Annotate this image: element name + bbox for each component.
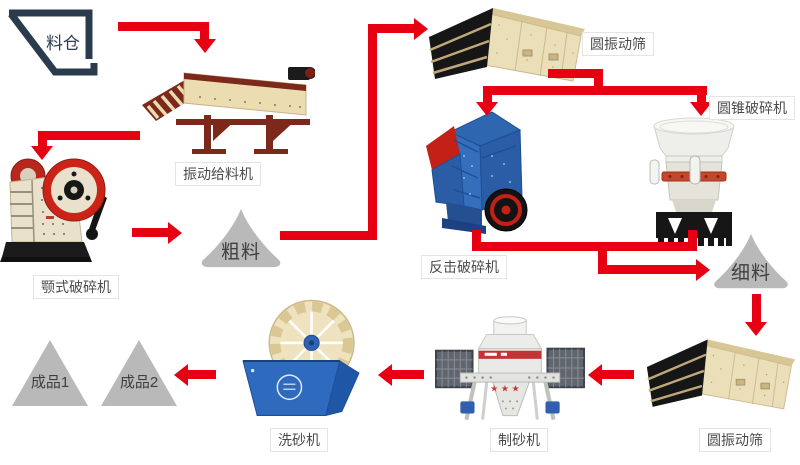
sand-maker-image: ★ ★ ★ (435, 316, 585, 421)
feeder-label: 振动给料机 (175, 162, 261, 186)
arrow-washer-to-products (188, 370, 216, 379)
arrow-maker-to-washer (392, 370, 424, 379)
silo-icon (8, 9, 98, 76)
arrow-impact-out-v (472, 230, 481, 251)
arrow-screen-to-impact-v (483, 86, 492, 102)
arrow-fine-to-screen (752, 294, 761, 322)
arrowhead-coarse-to-screen (414, 18, 428, 40)
vibrating-screen-bottom-image (646, 339, 796, 410)
arrowhead-screen-to-cone (690, 102, 712, 116)
product-2-triangle (101, 340, 177, 406)
coarse-pile (201, 208, 281, 268)
fine-pile (714, 233, 788, 289)
arrow-jaw-to-coarse (132, 228, 168, 237)
arrowhead-fine-to-screen (745, 322, 767, 336)
arrow-screen-to-cone-v (697, 86, 706, 102)
arrow-screen-to-maker (602, 370, 634, 379)
impact-crusher-image (426, 111, 528, 234)
vibrating-screen-bottom-label: 圆振动筛 (699, 428, 771, 452)
sand-washer-label: 洗砂机 (270, 428, 328, 452)
product-1-triangle (12, 340, 88, 406)
sand-maker-label: 制砂机 (490, 428, 548, 452)
silo-label: 料仓 (46, 34, 80, 53)
fine-pile-label: 细料 (730, 263, 771, 284)
arrowhead-silo-to-feeder (194, 39, 216, 53)
sand-maker-stars: ★ ★ ★ (490, 383, 520, 393)
arrow-feeder-to-jaw-elbow (38, 131, 47, 146)
arrow-coarse-to-screen-h1 (280, 231, 375, 240)
arrow-cone-out-v (688, 230, 697, 251)
arrow-screen-split-stub (548, 69, 600, 78)
arrow-silo-to-feeder-elbow (200, 22, 209, 39)
arrow-silo-to-feeder (118, 22, 209, 31)
sand-washer-image (242, 299, 360, 417)
arrowhead-screen-to-impact (476, 102, 498, 116)
arrow-screen-split-drop (594, 69, 603, 92)
arrow-coarse-to-screen-v (368, 25, 377, 240)
cone-crusher-label: 圆锥破碎机 (709, 96, 795, 120)
impact-crusher-label: 反击破碎机 (421, 255, 507, 279)
arrowhead-crushers-to-fine (696, 259, 710, 281)
jaw-crusher-label: 颚式破碎机 (33, 275, 119, 299)
arrow-crushers-bus (472, 242, 697, 251)
arrow-screen-split-bus (483, 86, 707, 95)
coarse-pile-label: 粗料 (220, 242, 261, 263)
arrowhead-maker-to-washer (378, 364, 392, 386)
arrowhead-feeder-to-jaw (31, 146, 53, 160)
vibrating-screen-top-image (429, 8, 585, 82)
arrowhead-jaw-to-coarse (168, 222, 182, 244)
product-2-label: 成品2 (119, 374, 159, 391)
jaw-crusher-image (0, 158, 107, 262)
cone-crusher-image (649, 117, 735, 246)
arrowhead-screen-to-maker (588, 364, 602, 386)
product-1-label: 成品1 (30, 374, 70, 391)
vibrating-screen-top-label: 圆振动筛 (582, 32, 654, 56)
vibrating-feeder-image (142, 67, 315, 154)
arrow-crushers-drop (598, 242, 607, 273)
arrowhead-washer-to-products (174, 364, 188, 386)
arrow-coarse-to-screen-h2 (368, 24, 414, 33)
arrow-feeder-to-jaw (40, 131, 140, 140)
arrow-crushers-to-fine-h (598, 265, 696, 274)
